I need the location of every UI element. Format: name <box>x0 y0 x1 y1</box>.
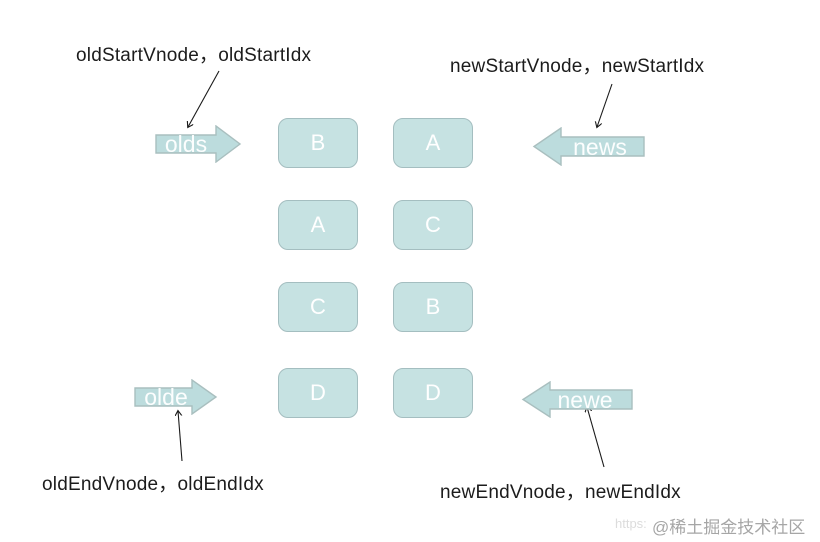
pointer-news: news <box>532 127 646 166</box>
vnode-new-3-label: D <box>425 380 441 405</box>
arrow-line-oldend <box>178 411 183 462</box>
label-old-start: oldStartVnode，oldStartIdx <box>76 45 312 66</box>
arrow-line-newstart <box>597 83 613 127</box>
vnode-new-1: C <box>393 200 473 250</box>
left-arrow-icon <box>521 381 633 418</box>
vnode-new-0: A <box>393 118 473 168</box>
label-new-start: newStartVnode，newStartIdx <box>450 56 705 77</box>
vnode-old-1: A <box>278 200 358 250</box>
pointer-olde: olde <box>134 379 218 415</box>
vnode-old-3: D <box>278 368 358 418</box>
pointer-news-label: news <box>573 134 627 160</box>
pointer-olds: olds <box>155 125 242 163</box>
watermark-text: @稀土掘金技术社区 <box>652 518 806 537</box>
vnode-old-1-label: A <box>310 212 326 237</box>
pointer-olds-label: olds <box>164 131 208 157</box>
pointer-newe-label: newe <box>557 387 613 413</box>
label-new-end: newEndVnode，newEndIdx <box>440 482 681 503</box>
vnode-new-3: D <box>393 368 473 418</box>
left-arrow-icon <box>532 127 645 166</box>
vnode-old-2-label: C <box>310 294 326 319</box>
vnode-new-1-label: C <box>425 212 441 237</box>
vnode-old-0: B <box>278 118 358 168</box>
vnode-old-3-label: D <box>310 380 326 405</box>
right-arrow-icon <box>134 379 218 415</box>
right-arrow-icon <box>155 125 242 163</box>
pointer-newe: newe <box>521 381 634 418</box>
watermark-url: https: <box>615 516 647 531</box>
pointer-olde-label: olde <box>144 384 188 410</box>
vnode-old-0-label: B <box>310 130 326 155</box>
label-old-end: oldEndVnode，oldEndIdx <box>42 474 264 495</box>
vnode-new-2-label: B <box>425 294 441 319</box>
vnode-new-0-label: A <box>425 130 441 155</box>
vnode-new-2: B <box>393 282 473 332</box>
arrow-line-oldstart <box>188 70 220 127</box>
vnode-old-2: C <box>278 282 358 332</box>
